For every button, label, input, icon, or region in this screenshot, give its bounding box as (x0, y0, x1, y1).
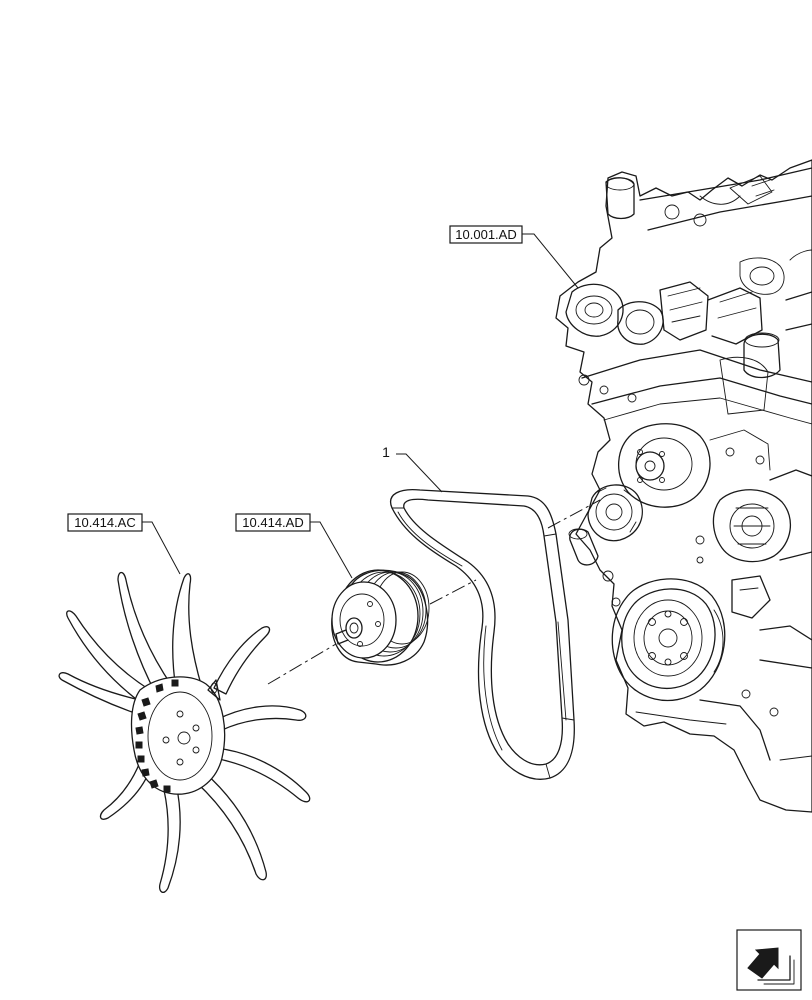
next-page-arrow-icon[interactable] (736, 929, 802, 991)
cooling-fan-icon (58, 571, 311, 893)
callout-fan[interactable]: 10.414.AC (67, 513, 143, 532)
pulley-icon (331, 569, 430, 666)
leader-pulley (310, 521, 353, 579)
leader-belt (396, 453, 443, 493)
leader-fan (142, 521, 181, 575)
item-number-belt: 1 (382, 444, 390, 460)
callout-engine[interactable]: 10.001.AD (449, 225, 523, 244)
engine-assembly-icon (555, 159, 812, 813)
assembly-axis-lines (267, 499, 601, 685)
drive-belt-icon (390, 488, 575, 780)
callout-engine-label[interactable]: 10.001.AD (455, 227, 516, 242)
callout-fan-label[interactable]: 10.414.AC (74, 515, 135, 530)
item-number-label: 1 (382, 444, 390, 460)
leader-engine (522, 233, 579, 289)
callout-pulley-label[interactable]: 10.414.AD (242, 515, 303, 530)
callout-pulley[interactable]: 10.414.AD (235, 513, 311, 532)
